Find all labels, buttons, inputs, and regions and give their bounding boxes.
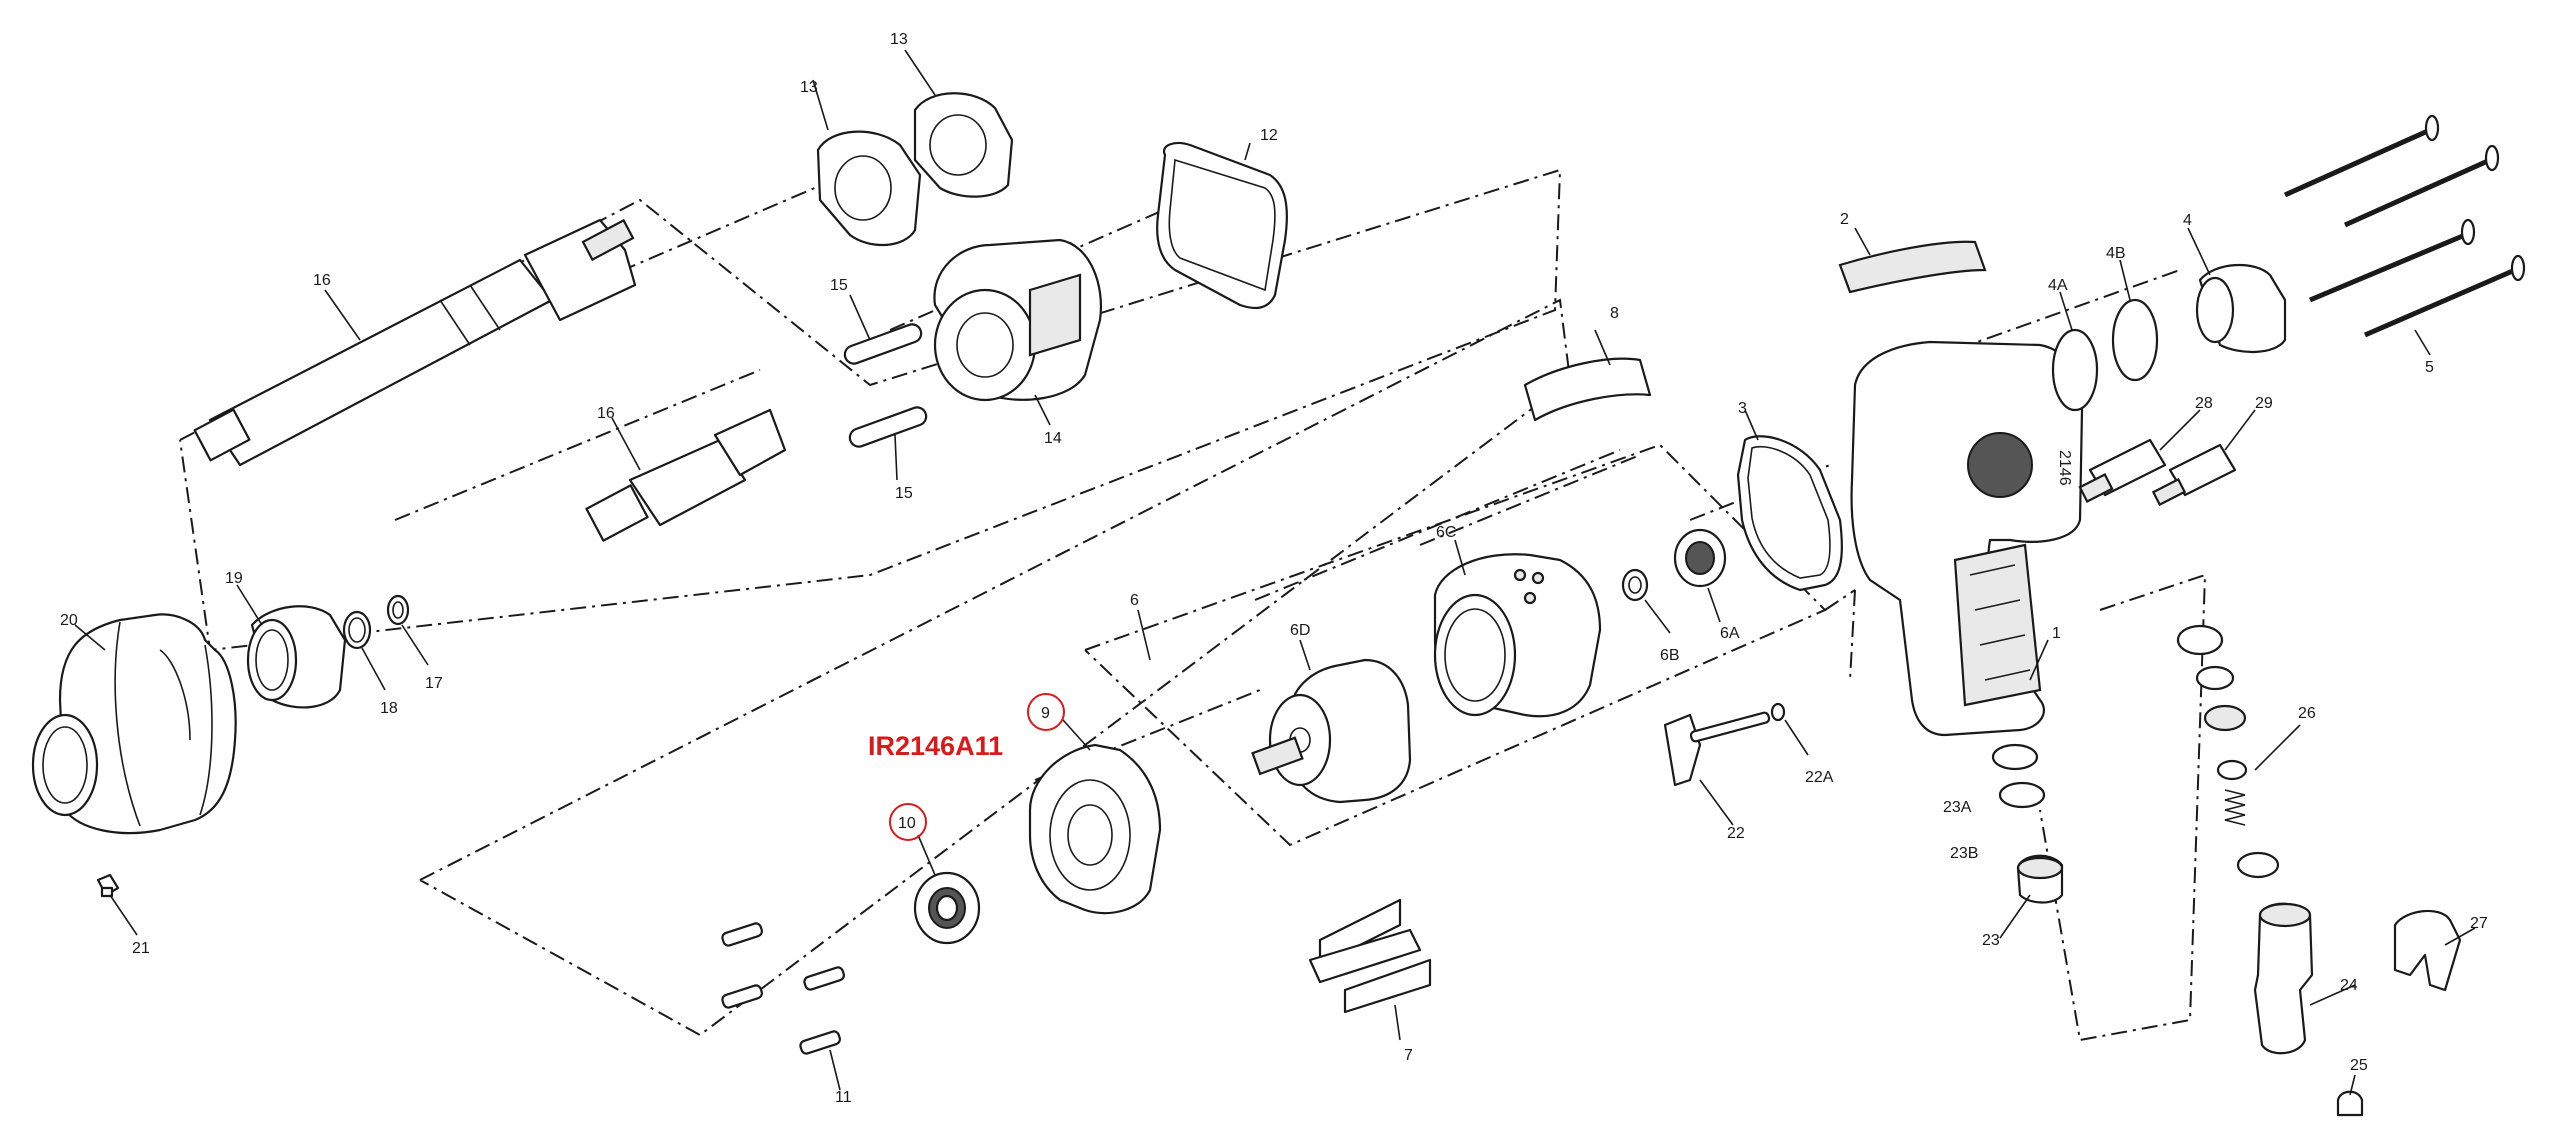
part-23b-o-ring <box>1998 781 2046 809</box>
part-4b-o-ring <box>2111 298 2159 382</box>
part-13-hammer-right <box>913 92 1014 198</box>
label-15-upper: 15 <box>830 277 848 294</box>
part-17-washer <box>386 594 410 626</box>
label-3: 3 <box>1738 400 1747 417</box>
part-26-valve-stack <box>2176 624 2280 879</box>
label-16-lower: 16 <box>597 405 615 422</box>
label-4a: 4A <box>2048 277 2068 294</box>
label-4: 4 <box>2183 212 2192 229</box>
label-7: 7 <box>1404 1047 1413 1064</box>
part-16-long-anvil <box>193 218 637 467</box>
part-7-vanes <box>1308 898 1432 1014</box>
highlight-circle-10 <box>889 803 927 841</box>
highlight-callouts: 9 10 <box>889 693 1065 841</box>
part-6b-bearing <box>1621 568 1649 602</box>
part-14-hammer-cage <box>933 238 1102 402</box>
part-24-throttle-valve <box>2253 902 2314 1055</box>
part-18-ring <box>342 610 372 650</box>
label-8: 8 <box>1610 305 1619 322</box>
part-3-gasket <box>1736 435 1843 592</box>
callout-labels: 12 8 3 2 4 4A 4B 5 28 29 1 26 27 24 25 2… <box>60 31 2488 1106</box>
part-29-fitting <box>2151 443 2237 507</box>
label-11: 11 <box>835 1089 852 1106</box>
part-9-end-plate <box>1028 743 1162 915</box>
label-1: 1 <box>2052 625 2061 642</box>
part-21-screw <box>96 873 120 898</box>
label-13-right: 13 <box>890 31 908 48</box>
part-27-trigger <box>2393 909 2462 992</box>
part-6d-rotor <box>1251 658 1412 804</box>
part-28-fitting <box>2078 438 2167 503</box>
label-24: 24 <box>2340 977 2358 994</box>
part-20-hammer-case <box>31 613 237 835</box>
part-10-bearing <box>913 871 981 945</box>
part-22a-o-ring <box>1770 702 1786 722</box>
part-2-nameplate <box>1838 240 1987 294</box>
housing-model-text: 2146 <box>2056 450 2073 486</box>
part-22-reverse-lever <box>1663 711 1771 787</box>
label-22: 22 <box>1727 825 1745 842</box>
part-13-hammer-left <box>816 130 922 247</box>
label-28: 28 <box>2195 395 2213 412</box>
model-title: IR2146A11 <box>868 731 1003 761</box>
label-13-left: 13 <box>800 79 818 96</box>
part-15-pin-upper <box>843 323 923 365</box>
label-6d: 6D <box>1290 622 1310 639</box>
part-11-screws <box>721 922 845 1055</box>
label-5: 5 <box>2425 359 2434 376</box>
part-5-bolts <box>2283 114 2526 338</box>
part-4-end-cap <box>2195 263 2287 354</box>
label-10: 10 <box>898 815 916 832</box>
label-23a: 23A <box>1943 799 1972 816</box>
label-12: 12 <box>1260 127 1278 144</box>
label-23b: 23B <box>1950 845 1978 862</box>
label-17: 17 <box>425 675 443 692</box>
part-6a-bearing <box>1673 528 1727 588</box>
part-15-pin-lower <box>848 406 928 448</box>
label-6c: 6C <box>1436 524 1456 541</box>
label-6: 6 <box>1130 592 1139 609</box>
label-14: 14 <box>1044 430 1062 447</box>
label-26: 26 <box>2298 705 2316 722</box>
label-19: 19 <box>225 570 243 587</box>
part-23a-o-ring <box>1991 743 2039 771</box>
part-19-retainer <box>246 605 347 709</box>
part-8-shim <box>1523 357 1652 422</box>
label-18: 18 <box>380 700 398 717</box>
label-16-upper: 16 <box>313 272 331 289</box>
label-22a: 22A <box>1805 769 1834 786</box>
part-12-gasket <box>1156 141 1288 310</box>
part-25-plug <box>2336 1090 2364 1117</box>
label-20: 20 <box>60 612 78 629</box>
label-9: 9 <box>1041 705 1050 722</box>
part-4a-o-ring <box>2051 328 2099 412</box>
label-21: 21 <box>132 940 150 957</box>
leader-lines <box>74 49 2476 1096</box>
label-23: 23 <box>1982 932 2000 949</box>
part-16-short-anvil <box>585 408 787 542</box>
part-6c-cylinder <box>1433 553 1602 718</box>
part-23-valve <box>2016 854 2064 904</box>
label-29: 29 <box>2255 395 2273 412</box>
part-1-housing: 2146 <box>1850 340 2084 737</box>
label-6b: 6B <box>1660 647 1680 664</box>
label-4b: 4B <box>2106 245 2126 262</box>
label-25: 25 <box>2350 1057 2368 1074</box>
label-27: 27 <box>2470 915 2488 932</box>
label-6a: 6A <box>1720 625 1740 642</box>
label-2: 2 <box>1840 211 1849 228</box>
label-15-lower: 15 <box>895 485 913 502</box>
highlight-circle-9 <box>1027 693 1065 731</box>
